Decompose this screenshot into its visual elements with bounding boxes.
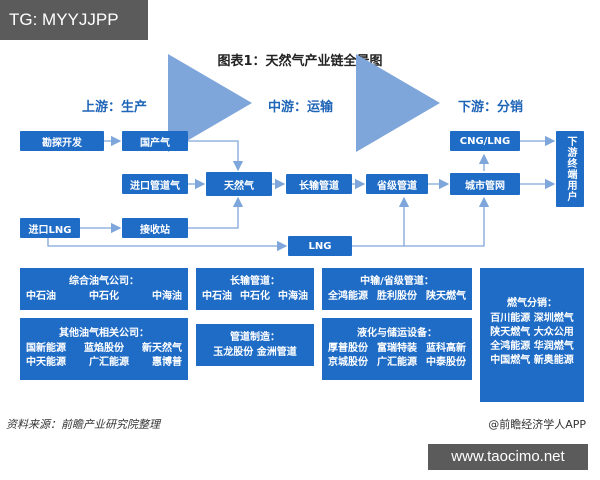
company-name: 中石化 bbox=[240, 291, 270, 302]
company-name: 陕天燃气 bbox=[426, 291, 466, 302]
panel-title: 管道制造： bbox=[230, 332, 280, 343]
company-name: 胜利股份 bbox=[377, 291, 417, 302]
node-import-lng: 进口LNG bbox=[20, 218, 80, 238]
node-natural-gas: 天然气 bbox=[206, 172, 272, 196]
panel-title: 综合油气公司： bbox=[69, 276, 139, 287]
company-name: 中泰股份 bbox=[426, 357, 466, 368]
node-exploration: 勘探开发 bbox=[20, 131, 104, 151]
stage-downstream: 下游：分销 bbox=[458, 100, 524, 115]
panel-title: 长输管道： bbox=[230, 276, 280, 287]
node-lng: LNG bbox=[288, 236, 352, 256]
node-provincial-pipeline: 省级管道 bbox=[366, 174, 428, 194]
panel-provincial-pipeline: 中输/省级管道： 全鸿能源 胜利股份 陕天燃气 bbox=[322, 268, 472, 310]
panel-other-companies: 其他油气相关公司： 国新能源 蓝焰股份 新天然气 中天能源 广汇能源 惠博普 bbox=[20, 318, 188, 380]
panel-gas-distribution: 燃气分销： 百川能源 深圳燃气 陕天燃气 大众公用 全鸿能源 华润燃气 中国燃气… bbox=[480, 268, 584, 402]
panel-liquefaction-storage: 液化与储运设备： 厚普股份 富瑞特装 蓝科高新 京城股份 广汇能源 中泰股份 bbox=[322, 318, 472, 380]
top-watermark: TG: MYYJJPP bbox=[0, 0, 148, 40]
company-name: 中石油 bbox=[202, 291, 232, 302]
panel-title: 其他油气相关公司： bbox=[59, 328, 149, 339]
panel-oil-companies: 综合油气公司： 中石油 中石化 中海油 bbox=[20, 268, 188, 310]
node-receiving-station: 接收站 bbox=[122, 218, 188, 238]
company-name: 中海油 bbox=[152, 291, 182, 302]
node-end-user: 下游终端用户 bbox=[556, 131, 584, 207]
panel-title: 液化与储运设备： bbox=[357, 328, 437, 339]
node-long-pipeline: 长输管道 bbox=[286, 174, 352, 194]
company-row: 全鸿能源 华润燃气 bbox=[490, 341, 574, 352]
company-row: 百川能源 深圳燃气 bbox=[490, 313, 574, 324]
company-name: 京城股份 bbox=[328, 357, 368, 368]
company-name: 蓝焰股份 bbox=[84, 343, 124, 354]
node-domestic-gas: 国产气 bbox=[122, 131, 188, 151]
company-name: 中石油 bbox=[26, 291, 56, 302]
panel-pipeline-manufacturing: 管道制造： 玉龙股份 金洲管道 bbox=[196, 324, 314, 366]
company-name: 蓝科高新 bbox=[426, 343, 466, 354]
company-name: 新天然气 bbox=[142, 343, 182, 354]
bottom-watermark: www.taocimo.net bbox=[428, 444, 588, 470]
company-name: 惠博普 bbox=[152, 357, 182, 368]
company-name: 广汇能源 bbox=[89, 357, 129, 368]
company-name: 广汇能源 bbox=[377, 357, 417, 368]
company-row: 陕天燃气 大众公用 bbox=[490, 327, 574, 338]
company-name: 国新能源 bbox=[26, 343, 66, 354]
company-name: 全鸿能源 bbox=[328, 291, 368, 302]
company-row: 玉龙股份 金洲管道 bbox=[213, 347, 297, 358]
company-row: 中国燃气 新奥能源 bbox=[490, 355, 574, 366]
company-name: 厚普股份 bbox=[328, 343, 368, 354]
source-note: 资料来源：前瞻产业研究院整理 bbox=[6, 418, 160, 431]
company-name: 中天能源 bbox=[26, 357, 66, 368]
figure-title: 图表1：天然气产业链全景图 bbox=[217, 54, 383, 69]
node-cng-lng: CNG/LNG bbox=[450, 131, 520, 151]
brand-label: @前瞻经济学人APP bbox=[488, 418, 586, 431]
panel-title: 燃气分销： bbox=[507, 298, 557, 309]
node-import-pipeline-gas: 进口管道气 bbox=[122, 174, 188, 194]
company-name: 中海油 bbox=[278, 291, 308, 302]
node-city-network: 城市管网 bbox=[450, 173, 520, 195]
company-name: 富瑞特装 bbox=[377, 343, 417, 354]
panel-long-pipeline: 长输管道： 中石油 中石化 中海油 bbox=[196, 268, 314, 310]
stage-midstream: 中游：运输 bbox=[268, 100, 334, 115]
panel-title: 中输/省级管道： bbox=[360, 276, 434, 287]
company-name: 中石化 bbox=[89, 291, 119, 302]
stage-upstream: 上游：生产 bbox=[82, 100, 148, 115]
